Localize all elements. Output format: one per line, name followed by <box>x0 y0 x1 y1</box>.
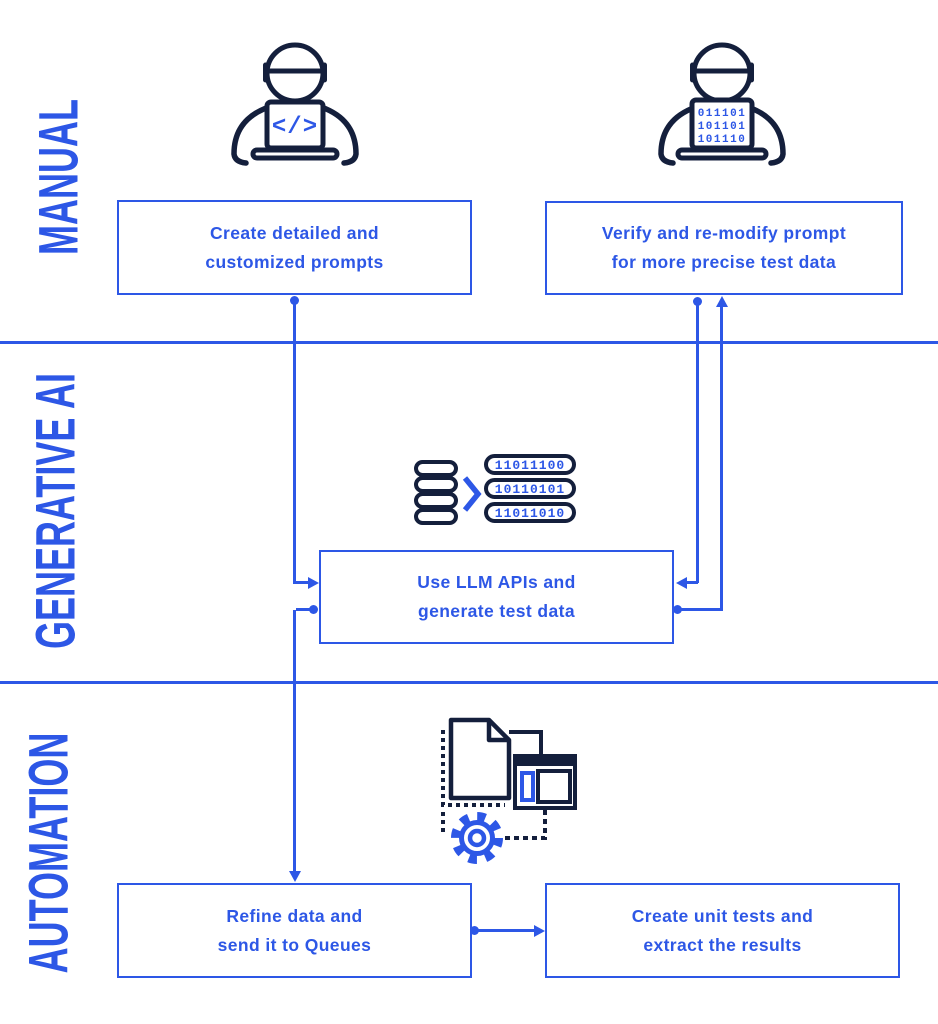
headphone-tabs <box>690 62 754 83</box>
arrowhead-into-unittests-left <box>534 925 545 937</box>
person-review-icon: 011101 101101 101110 <box>658 42 786 166</box>
gear-icon <box>451 812 503 864</box>
binary-output-icon: 11011100 10110101 11011010 <box>484 454 576 523</box>
browser-sidebar <box>520 771 535 802</box>
code-symbol: </> <box>272 114 318 141</box>
box-unit-tests: Create unit tests and extract the result… <box>545 883 900 978</box>
arrowhead-into-llm-right <box>676 577 687 589</box>
box-create-prompts: Create detailed and customized prompts <box>117 200 472 295</box>
connector-verify-to-llm <box>696 299 699 583</box>
laptop-binary-row: 011101 <box>698 108 747 120</box>
box-verify-prompt: Verify and re-modify prompt for more pre… <box>545 201 903 295</box>
arrowhead-into-verify-bottom <box>716 296 728 307</box>
browser-content <box>536 769 572 804</box>
connector-refine-to-unittests <box>474 929 536 932</box>
laptop-base <box>250 147 340 161</box>
document-icon <box>448 717 512 801</box>
lane-divider-generative-automation <box>0 681 938 684</box>
binary-row: 11011100 <box>495 458 565 473</box>
headphone-tabs <box>263 62 327 83</box>
doc-to-browser-link <box>509 730 543 754</box>
laptop-binary-row: 101110 <box>698 134 747 146</box>
laptop-base <box>675 147 769 161</box>
lane-divider-manual-generative <box>0 341 938 344</box>
connector-create-to-llm <box>293 298 296 584</box>
database-to-binary-icon: 11011100 10110101 11011010 <box>414 454 576 525</box>
document-copy-icon <box>441 730 505 807</box>
browser-toolbar <box>515 756 575 766</box>
arrowhead-into-llm-left <box>308 577 319 589</box>
lane-label-automation: AUTOMATION <box>16 732 80 974</box>
connector-llm-to-verify <box>720 306 723 610</box>
lane-label-manual: MANUAL <box>26 99 90 255</box>
chevron-right-icon <box>462 476 482 512</box>
automation-pipeline-icon <box>441 717 577 864</box>
gear-to-browser-link <box>505 810 547 840</box>
connector-create-to-llm <box>294 581 310 584</box>
connector-llm-to-refine <box>293 610 296 872</box>
browser-window-icon <box>513 754 577 810</box>
binary-row: 11011010 <box>495 506 565 521</box>
database-stack-icon <box>414 460 458 525</box>
laptop-binary-row: 101101 <box>698 121 747 133</box>
person-coding-icon: </> <box>231 42 359 166</box>
torso <box>231 101 359 166</box>
connector-llm-to-refine <box>296 608 316 611</box>
box-use-llm: Use LLM APIs and generate test data <box>319 550 674 644</box>
arrowhead-into-refine-top <box>289 871 301 882</box>
lane-label-generative-ai: GENERATIVE AI <box>23 372 87 650</box>
connector-llm-to-verify <box>677 608 723 611</box>
box-refine-data: Refine data and send it to Queues <box>117 883 472 978</box>
binary-row: 10110101 <box>495 482 565 497</box>
connector-verify-to-llm <box>686 581 698 584</box>
torso <box>658 101 786 166</box>
